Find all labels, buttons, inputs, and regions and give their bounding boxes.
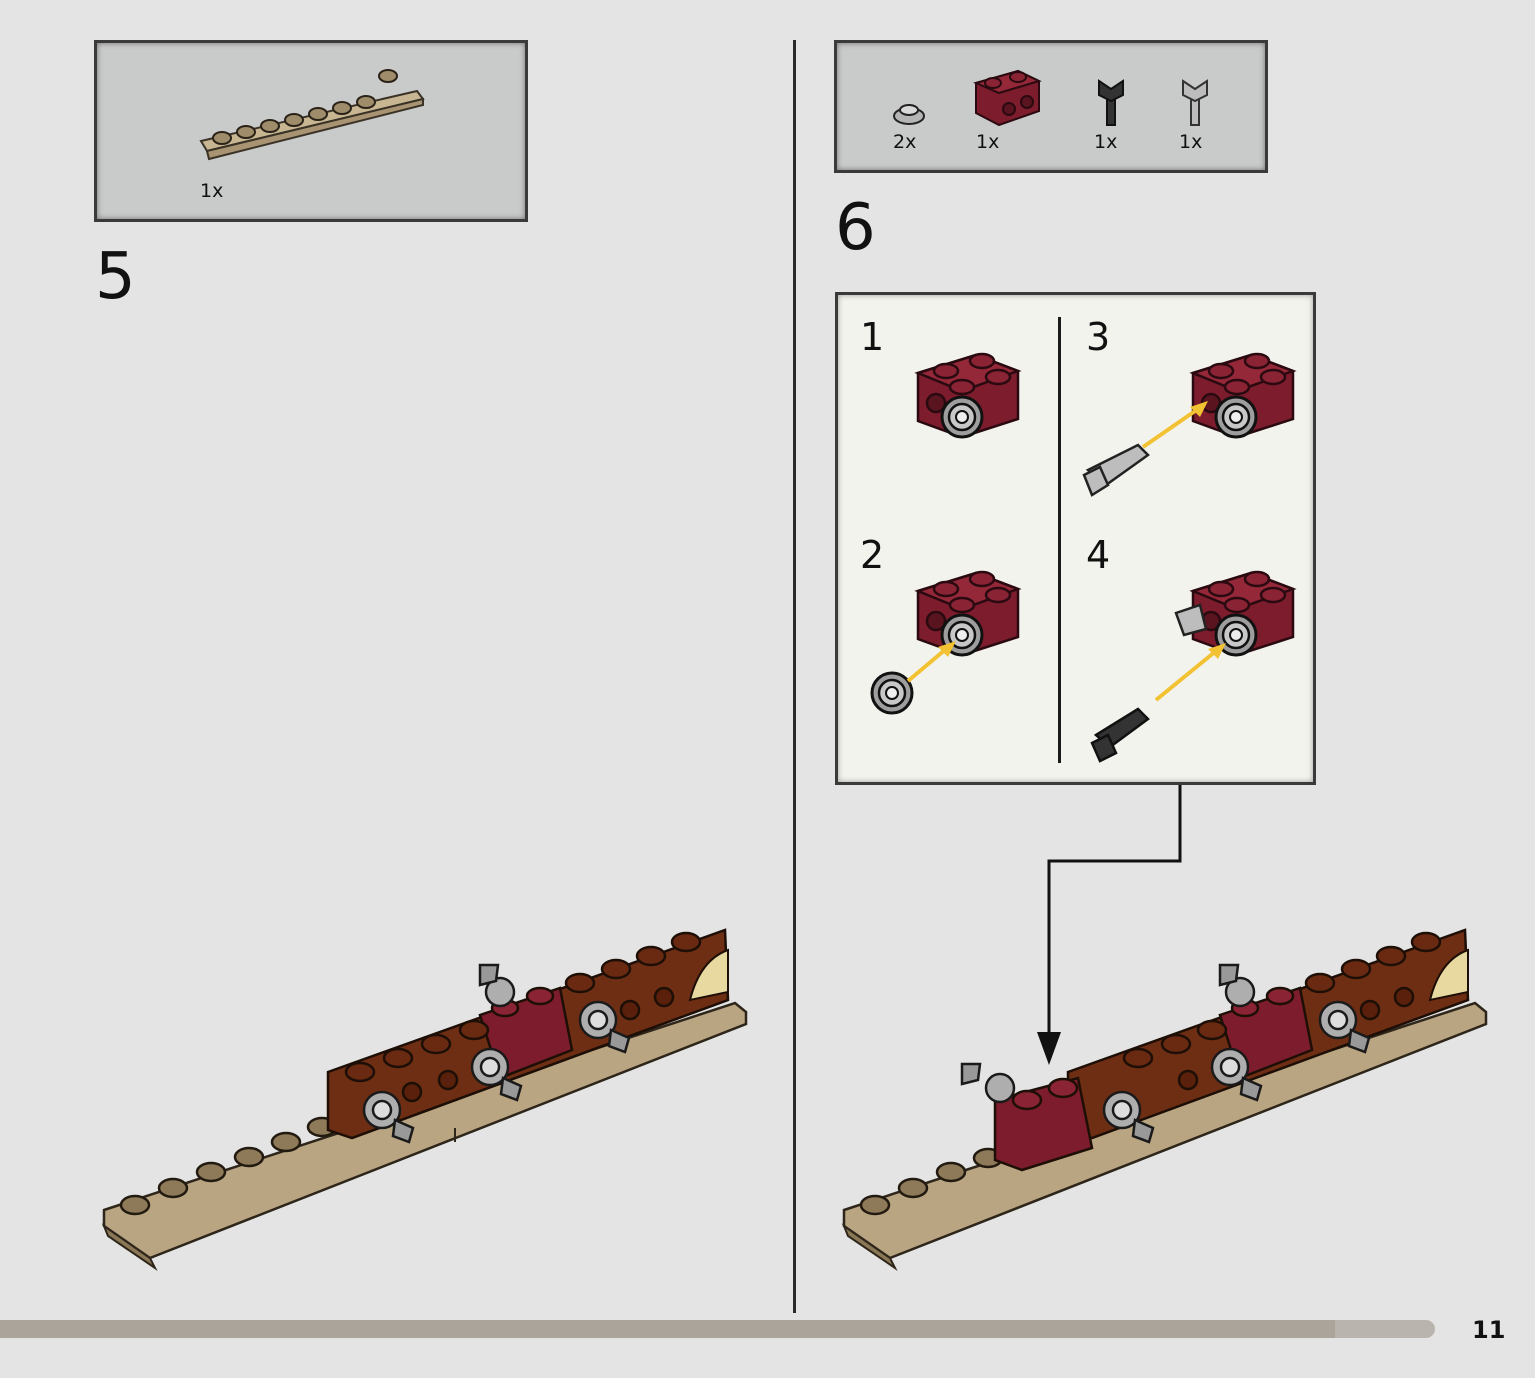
step-number: 6 — [835, 191, 876, 265]
step6-parts-box: 2x 1x 1x 1x — [834, 40, 1268, 173]
light-gray-round-plate-icon — [893, 104, 925, 125]
progress-bar-fill — [0, 1320, 1335, 1338]
part-quantity: 2x — [893, 131, 917, 153]
progress-bar — [0, 1320, 1435, 1338]
page-divider — [793, 40, 796, 1313]
callout-divider — [1058, 317, 1061, 763]
substep-illustrations — [870, 352, 1295, 763]
substep-number: 1 — [860, 315, 885, 359]
black-blaster-clip-icon — [1098, 79, 1124, 126]
tan-plate-1x8-icon — [199, 69, 425, 161]
substep-number: 4 — [1086, 533, 1111, 577]
page-number: 11 — [1472, 1316, 1506, 1344]
part-quantity: 1x — [200, 180, 224, 202]
dark-red-brick-icon — [973, 69, 1042, 127]
part-quantity: 1x — [1094, 131, 1118, 153]
substep-number: 2 — [860, 533, 885, 577]
part-quantity: 1x — [976, 131, 1000, 153]
part-quantity: 1x — [1179, 131, 1203, 153]
step-number: 5 — [95, 240, 136, 314]
substep-number: 3 — [1086, 315, 1111, 359]
subassembly-callout: 1 2 3 4 — [835, 292, 1316, 785]
light-gray-blaster-clip-icon — [1182, 79, 1208, 126]
step5-parts-box: 1x — [94, 40, 528, 222]
